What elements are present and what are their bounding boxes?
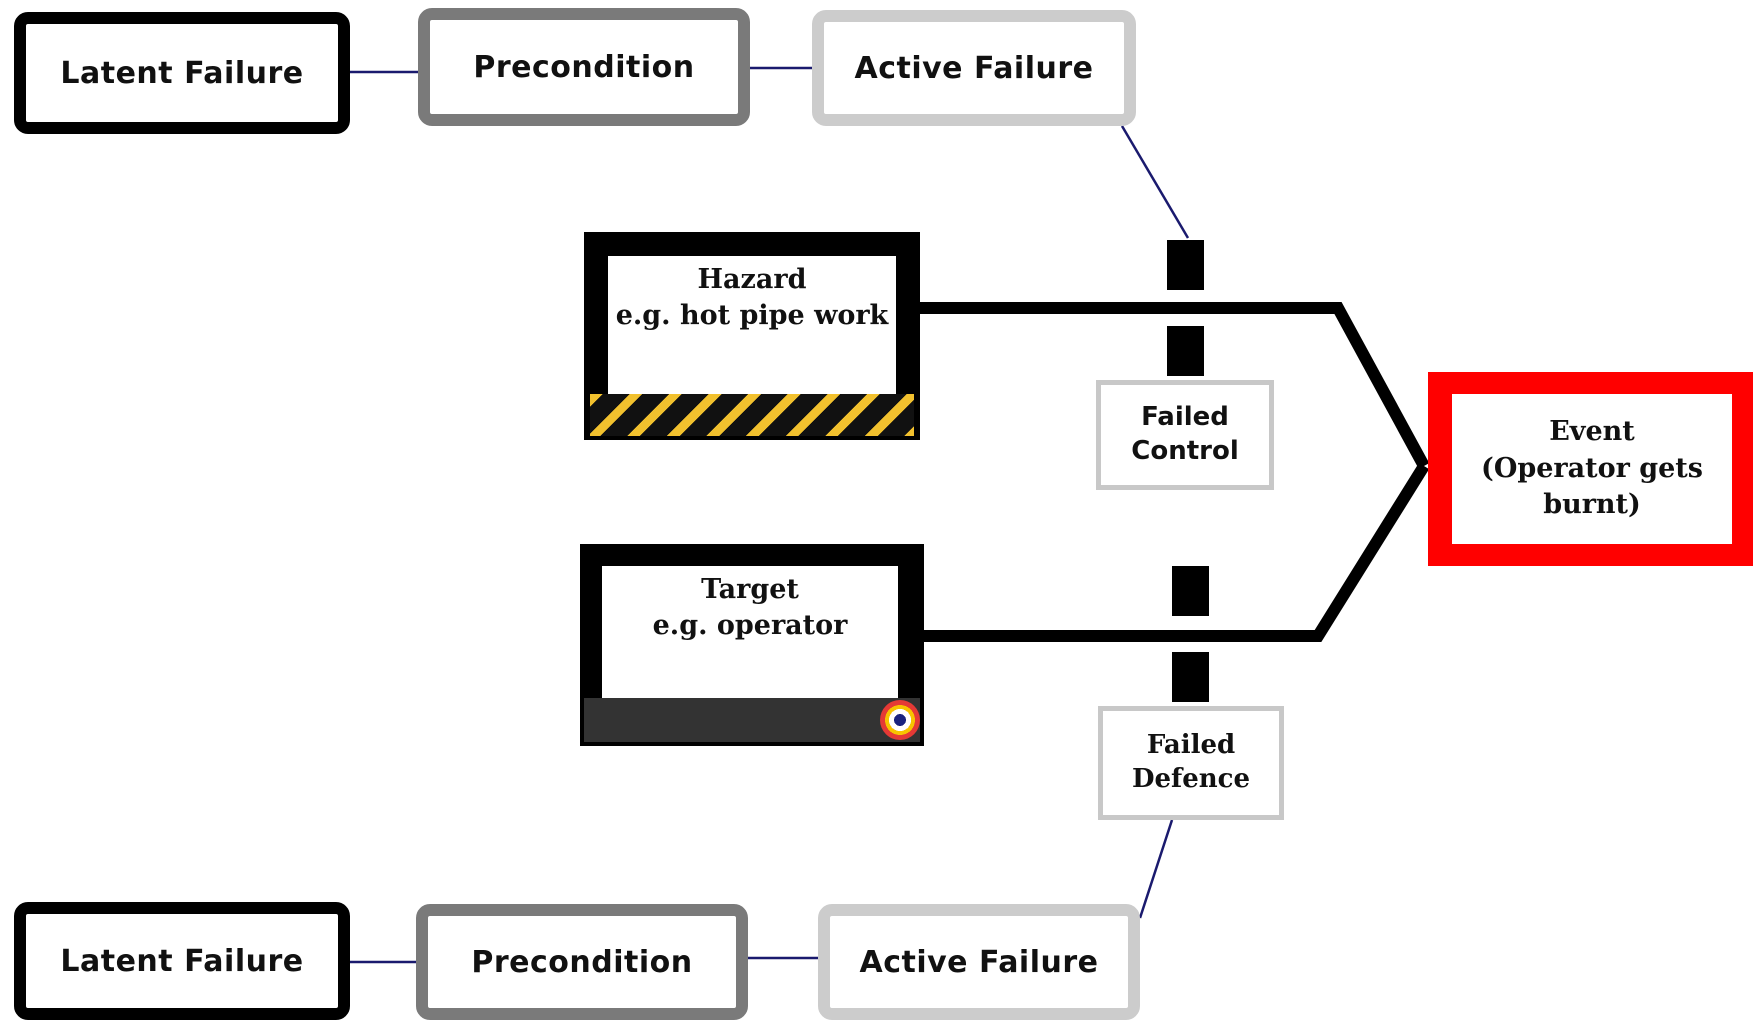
event-line1: Event bbox=[1549, 416, 1635, 448]
control-barrier-lower bbox=[1167, 326, 1204, 376]
top-active-failure-label: Active Failure bbox=[854, 50, 1094, 86]
bullseye-icon bbox=[880, 700, 920, 740]
target-base-strip bbox=[584, 698, 920, 742]
target-content: Target e.g. operator bbox=[602, 566, 898, 702]
bottom-latent-failure-box: Latent Failure bbox=[14, 902, 350, 1020]
hazard-content: Hazard e.g. hot pipe work bbox=[608, 256, 896, 398]
control-barrier-upper bbox=[1167, 240, 1204, 290]
bottom-precondition-box: Precondition bbox=[416, 904, 748, 1020]
target-title: Target bbox=[701, 574, 799, 605]
defence-barrier-upper bbox=[1172, 566, 1209, 616]
bottom-precondition-label: Precondition bbox=[471, 944, 693, 980]
hazard-example: e.g. hot pipe work bbox=[615, 300, 889, 332]
bottom-active-to-defence-link bbox=[1138, 819, 1174, 919]
failed-control-line2: Control bbox=[1131, 436, 1239, 466]
target-example: e.g. operator bbox=[652, 610, 848, 642]
target-box: Target e.g. operator bbox=[580, 544, 924, 746]
hazard-stripes-icon bbox=[590, 394, 914, 436]
top-latent-failure-box: Latent Failure bbox=[14, 12, 350, 134]
top-latent-failure-label: Latent Failure bbox=[60, 55, 304, 91]
failed-control-box: Failed Control bbox=[1096, 380, 1274, 490]
top-active-to-barrier-link bbox=[1120, 125, 1190, 239]
event-line2: (Operator gets bbox=[1481, 452, 1703, 484]
failed-defence-line1: Failed bbox=[1146, 730, 1236, 761]
bottom-latent-failure-label: Latent Failure bbox=[60, 943, 304, 979]
event-content: Event (Operator gets burnt) bbox=[1452, 394, 1732, 544]
event-box: Event (Operator gets burnt) bbox=[1428, 372, 1753, 566]
hazard-box: Hazard e.g. hot pipe work bbox=[584, 232, 920, 440]
hazard-path bbox=[920, 302, 1430, 469]
hazard-title: Hazard bbox=[697, 264, 807, 295]
bottom-active-failure-label: Active Failure bbox=[859, 944, 1099, 980]
failed-defence-box: Failed Defence bbox=[1098, 706, 1284, 820]
target-path bbox=[924, 462, 1430, 642]
failed-defence-line2: Defence bbox=[1131, 764, 1251, 794]
top-precondition-box: Precondition bbox=[418, 8, 750, 126]
top-active-failure-box: Active Failure bbox=[812, 10, 1136, 126]
defence-barrier-lower bbox=[1172, 652, 1209, 702]
event-line3: burnt) bbox=[1543, 489, 1641, 521]
failed-control-line1: Failed bbox=[1141, 402, 1229, 433]
top-precondition-label: Precondition bbox=[473, 49, 695, 85]
bottom-active-failure-box: Active Failure bbox=[818, 904, 1140, 1020]
